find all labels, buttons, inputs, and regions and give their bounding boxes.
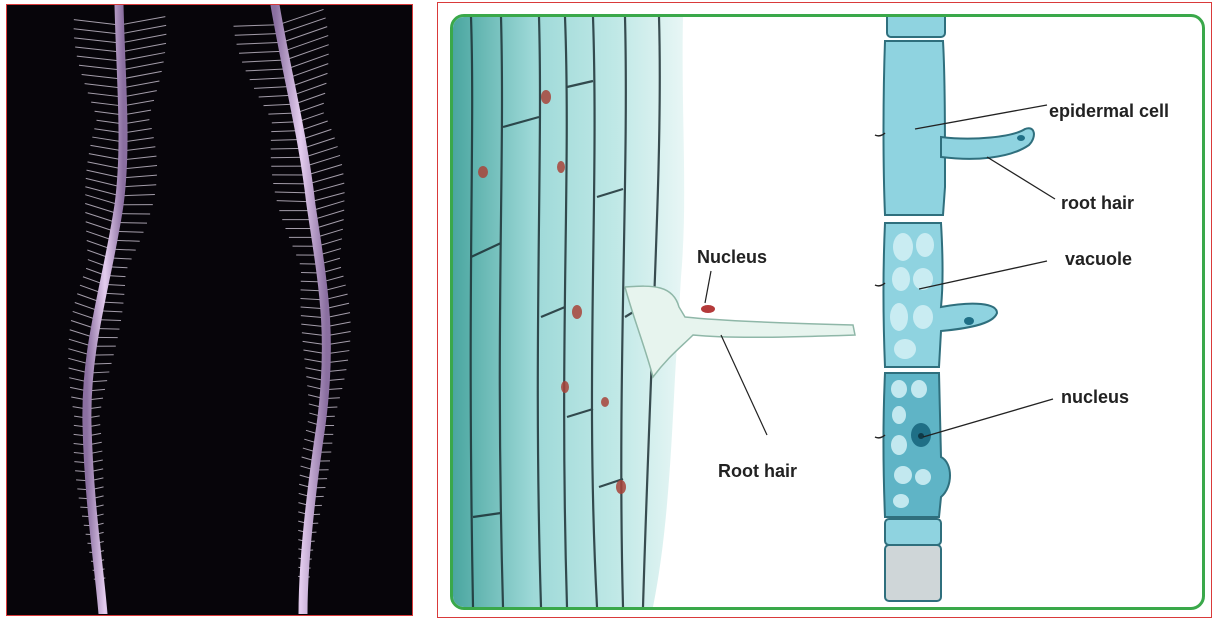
root-hair-strand: [271, 148, 303, 149]
root-hair-strand: [116, 223, 147, 224]
epidermal-cell: [884, 41, 946, 215]
micrograph: [453, 17, 855, 607]
epidermal-cell-label: epidermal cell: [1049, 101, 1169, 121]
root-hair-diagram: Nucleus Root hair: [453, 17, 1202, 607]
nucleus-label: nucleus: [1061, 387, 1129, 407]
root-photo-panel: [6, 4, 413, 616]
photo-nucleus: [701, 305, 715, 313]
cell-diagram: [875, 17, 1034, 601]
diagram-frame: Nucleus Root hair: [437, 2, 1212, 618]
vacuole-label: vacuole: [1065, 249, 1132, 269]
photo-root-hair: [625, 286, 855, 377]
root-photo: [7, 5, 411, 614]
photo-root-hair-label: Root hair: [718, 461, 797, 481]
diagram-panel: Nucleus Root hair: [450, 14, 1205, 610]
root-hair-small: [941, 128, 1034, 159]
root-hair-label: root hair: [1061, 193, 1134, 213]
photo-nucleus-label: Nucleus: [697, 247, 767, 267]
